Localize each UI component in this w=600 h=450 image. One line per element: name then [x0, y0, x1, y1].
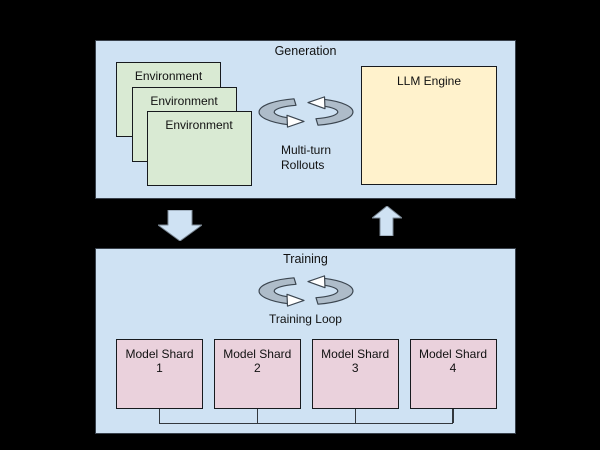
- generation-panel: Generation Environment Environment Envir…: [95, 40, 516, 199]
- multi-turn-rollouts-label-line1: Multi-turn: [281, 143, 332, 157]
- model-shard-number: 2: [253, 361, 261, 375]
- model-shard-box-4: Model Shard 4: [409, 339, 497, 409]
- model-shard-label: Model Shard: [223, 347, 292, 361]
- training-title: Training: [283, 252, 328, 266]
- shard-connector-stub-2: [256, 409, 259, 423]
- model-shard-label: Model Shard: [418, 347, 488, 361]
- down-arrow-icon: [158, 210, 202, 241]
- shard-connector-stub-3: [354, 409, 356, 423]
- model-shard-number: 4: [449, 361, 457, 375]
- model-shard-box-3: Model Shard 3: [311, 339, 399, 409]
- model-shard-label: Model Shard: [125, 347, 194, 361]
- environment-label: Environment: [134, 69, 203, 83]
- generation-title: Generation: [274, 44, 337, 58]
- model-shard-box-2: Model Shard 2: [213, 339, 301, 409]
- up-arrow-icon: [372, 206, 402, 236]
- multi-turn-rollouts-label-line2: Rollouts: [281, 158, 325, 172]
- llm-engine-label: LLM Engine: [396, 74, 462, 88]
- multi-turn-rollouts-cycle-arrows-icon: [258, 96, 354, 128]
- training-panel: Training Training Loop Model Shard 1 Mod…: [95, 248, 516, 434]
- model-shard-box-1: Model Shard 1: [116, 339, 203, 409]
- training-loop-cycle-arrows-icon: [258, 275, 354, 307]
- model-shard-number: 1: [156, 361, 163, 375]
- shard-bus-connector: [159, 422, 453, 424]
- environment-label: Environment: [165, 118, 233, 132]
- shard-connector-stub-4: [452, 409, 454, 423]
- multi-turn-rollouts-label: Multi-turn Rollouts: [281, 143, 331, 173]
- environment-label: Environment: [150, 93, 218, 108]
- shard-connector-stub-1: [158, 409, 161, 423]
- model-shard-number: 3: [351, 361, 359, 375]
- llm-engine-box: LLM Engine: [361, 66, 497, 185]
- training-loop-label: Training Loop: [269, 312, 342, 326]
- environment-box-3: Environment: [146, 111, 252, 186]
- model-shard-label: Model Shard: [321, 347, 390, 361]
